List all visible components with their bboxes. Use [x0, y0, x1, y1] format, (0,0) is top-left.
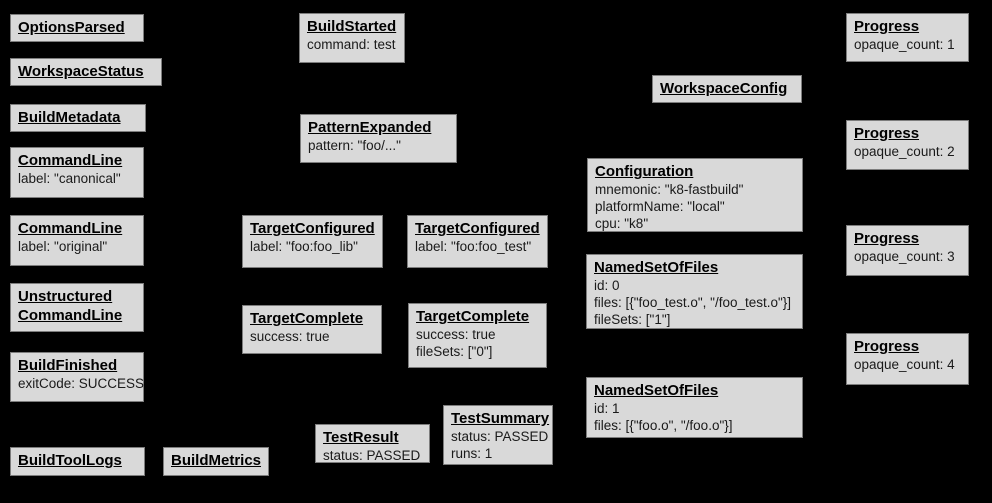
node-attribute: opaque_count: 4: [854, 357, 955, 372]
node-unstructured-command-line: Unstructured CommandLine: [10, 283, 144, 332]
node-attribute: success: true: [250, 329, 330, 344]
node-attribute: platformName: "local": [595, 199, 725, 214]
node-title: Progress: [854, 18, 920, 35]
node-title: WorkspaceStatus: [18, 63, 144, 80]
node-attribute: id: 1: [594, 401, 620, 416]
node-build-started: BuildStarted command: test: [299, 13, 405, 63]
node-progress-4: Progress opaque_count: 4: [846, 333, 969, 385]
node-command-line-original: CommandLine label: "original": [10, 215, 144, 266]
node-title: TargetConfigured: [250, 220, 375, 237]
node-build-finished: BuildFinished exitCode: SUCCESS: [10, 352, 144, 402]
node-workspace-config: WorkspaceConfig: [652, 75, 802, 103]
node-attribute: runs: 1: [451, 446, 493, 461]
node-title: Configuration: [595, 163, 694, 180]
node-test-result: TestResult status: PASSED: [315, 424, 430, 463]
node-attribute: fileSets: ["0"]: [416, 344, 493, 359]
node-build-tool-logs: BuildToolLogs: [10, 447, 145, 476]
node-attribute: exitCode: SUCCESS: [18, 376, 145, 391]
node-attribute: command: test: [307, 37, 396, 52]
node-configuration: Configuration mnemonic: "k8-fastbuild" p…: [587, 158, 803, 232]
node-attribute: status: PASSED: [451, 429, 549, 444]
node-attribute: label: "original": [18, 239, 108, 254]
node-target-configured-foo-test: TargetConfigured label: "foo:foo_test": [407, 215, 548, 268]
node-title: NamedSetOfFiles: [594, 382, 719, 399]
node-title: OptionsParsed: [18, 19, 125, 36]
node-title: TargetComplete: [416, 308, 530, 325]
node-command-line-canonical: CommandLine label: "canonical": [10, 147, 144, 198]
node-attribute: mnemonic: "k8-fastbuild": [595, 182, 744, 197]
node-title: Progress: [854, 230, 920, 247]
node-attribute: cpu: "k8": [595, 216, 649, 231]
node-attribute: opaque_count: 1: [854, 37, 955, 52]
node-title: Unstructured CommandLine: [18, 288, 123, 324]
node-pattern-expanded: PatternExpanded pattern: "foo/...": [300, 114, 457, 163]
node-test-summary: TestSummary status: PASSED runs: 1: [443, 405, 553, 465]
node-title: TestSummary: [451, 410, 550, 427]
node-attribute: id: 0: [594, 278, 620, 293]
node-attribute: pattern: "foo/...": [308, 138, 401, 153]
node-title: TestResult: [323, 429, 399, 446]
node-attribute: success: true: [416, 327, 496, 342]
node-title: CommandLine: [18, 152, 123, 169]
node-attribute: label: "foo:foo_lib": [250, 239, 358, 254]
node-workspace-status: WorkspaceStatus: [10, 58, 162, 86]
node-build-metadata: BuildMetadata: [10, 104, 146, 132]
node-attribute: files: [{"foo_test.o", "/foo_test.o"}]: [594, 295, 792, 310]
node-progress-2: Progress opaque_count: 2: [846, 120, 969, 170]
node-build-metrics: BuildMetrics: [163, 447, 269, 476]
node-attribute: label: "canonical": [18, 171, 121, 186]
node-title: BuildMetadata: [18, 109, 121, 126]
node-title: TargetConfigured: [415, 220, 540, 237]
node-attribute: label: "foo:foo_test": [415, 239, 532, 254]
node-title: WorkspaceConfig: [660, 80, 788, 97]
node-named-set-of-files-0: NamedSetOfFiles id: 0 files: [{"foo_test…: [586, 254, 803, 329]
node-attribute: fileSets: ["1"]: [594, 312, 671, 327]
node-options-parsed: OptionsParsed: [10, 14, 144, 42]
node-title: BuildFinished: [18, 357, 118, 374]
node-title: Progress: [854, 125, 920, 142]
node-attribute: opaque_count: 3: [854, 249, 955, 264]
node-attribute: files: [{"foo.o", "/foo.o"}]: [594, 418, 733, 433]
node-attribute: opaque_count: 2: [854, 144, 955, 159]
node-attribute: status: PASSED: [323, 448, 421, 463]
node-target-configured-foo-lib: TargetConfigured label: "foo:foo_lib": [242, 215, 383, 268]
node-progress-1: Progress opaque_count: 1: [846, 13, 969, 62]
node-title: BuildStarted: [307, 18, 397, 35]
node-title: BuildToolLogs: [18, 452, 122, 469]
node-title: PatternExpanded: [308, 119, 432, 136]
node-title: CommandLine: [18, 220, 123, 237]
node-target-complete-foo-lib: TargetComplete success: true: [242, 305, 382, 354]
node-progress-3: Progress opaque_count: 3: [846, 225, 969, 276]
node-title: NamedSetOfFiles: [594, 259, 719, 276]
node-title: TargetComplete: [250, 310, 364, 327]
node-named-set-of-files-1: NamedSetOfFiles id: 1 files: [{"foo.o", …: [586, 377, 803, 438]
node-target-complete-foo-test: TargetComplete success: true fileSets: […: [408, 303, 547, 368]
node-title: BuildMetrics: [171, 452, 262, 469]
node-title: Progress: [854, 338, 920, 355]
